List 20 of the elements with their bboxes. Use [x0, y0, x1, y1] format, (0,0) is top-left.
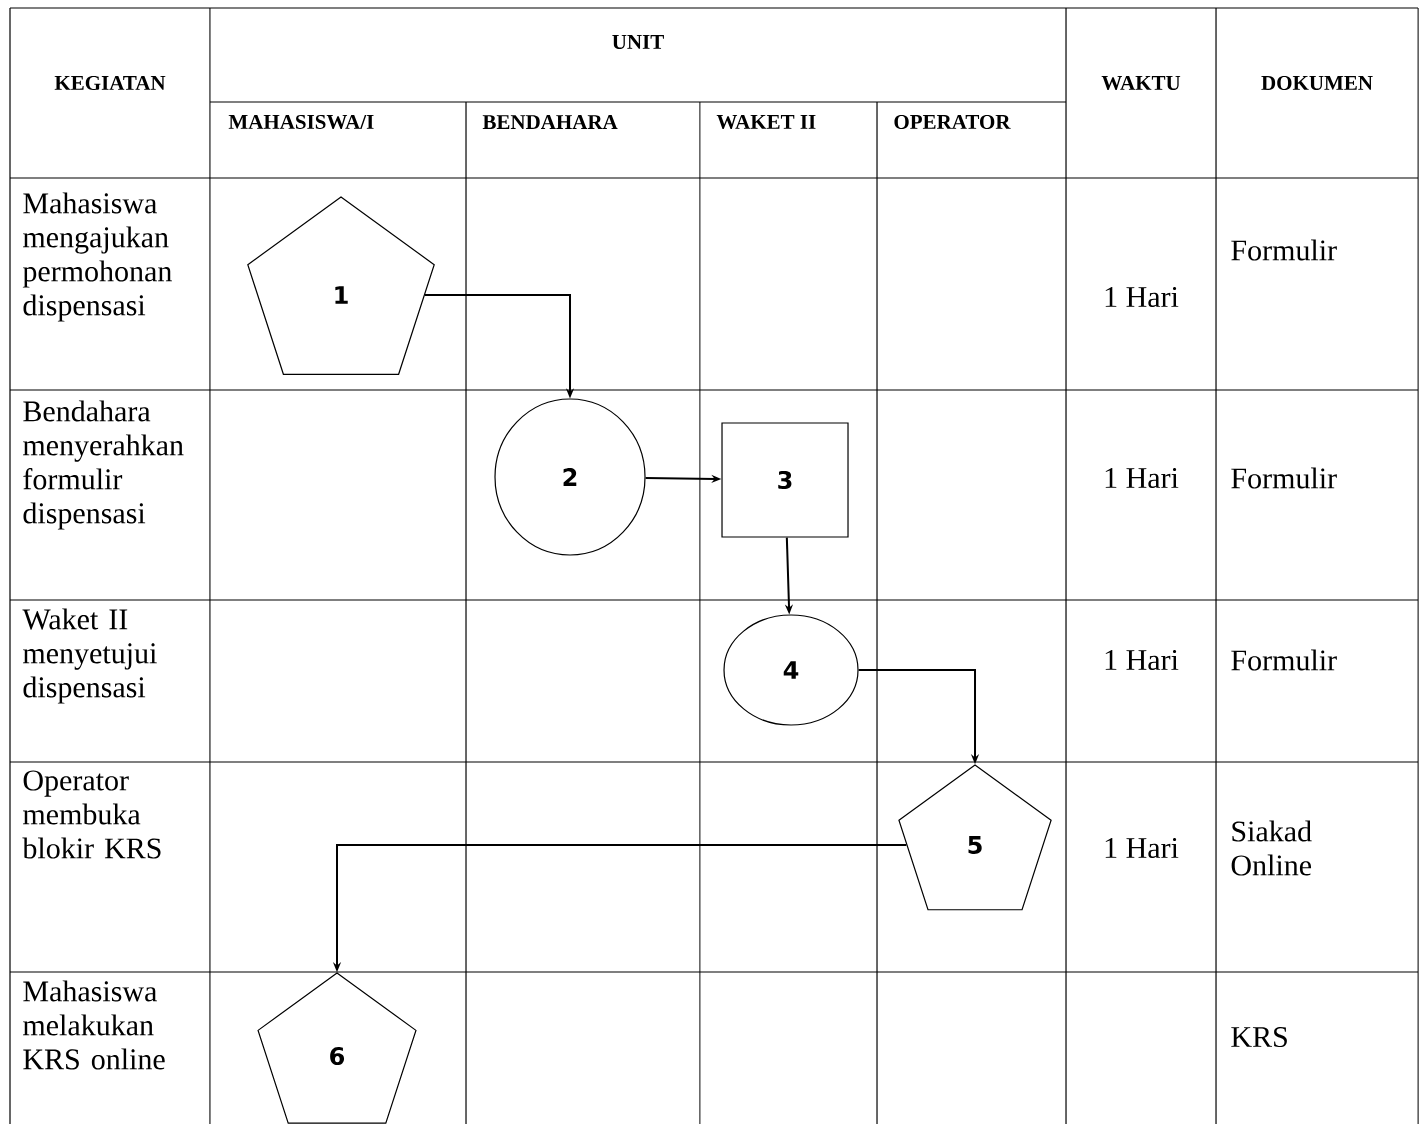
header-text: KEGIATAN — [54, 75, 166, 91]
header-text: OPERATOR — [894, 114, 1011, 130]
duration-text: 1 Hari — [1105, 837, 1179, 859]
activity-text: Bendahara menyerahkan formulir dispensasi — [23, 400, 184, 530]
activity-text: Mahasiswa mengajukan permohonan dispensasi — [22, 192, 172, 322]
process-box: 3 — [721, 422, 849, 538]
document-text: KRS — [1231, 1026, 1287, 1048]
document-text: Siakad Online — [1231, 820, 1312, 876]
header-text: DOKUMEN — [1261, 75, 1373, 91]
document-text: Formulir — [1231, 649, 1337, 671]
document-text: Formulir — [1231, 239, 1337, 261]
duration-text: 1 Hari — [1105, 286, 1179, 308]
duration-text: 1 Hari — [1105, 467, 1179, 489]
header-text: UNIT — [612, 35, 664, 49]
document-text: Formulir — [1231, 467, 1337, 489]
header-text: BENDAHARA — [482, 115, 618, 129]
header-text: WAKET II — [716, 114, 816, 130]
activity-text: Operator membuka blokir KRS — [22, 770, 161, 859]
header-text: WAKTU — [1101, 75, 1181, 91]
activity-text: Waket II menyetujui dispensasi — [22, 608, 157, 704]
